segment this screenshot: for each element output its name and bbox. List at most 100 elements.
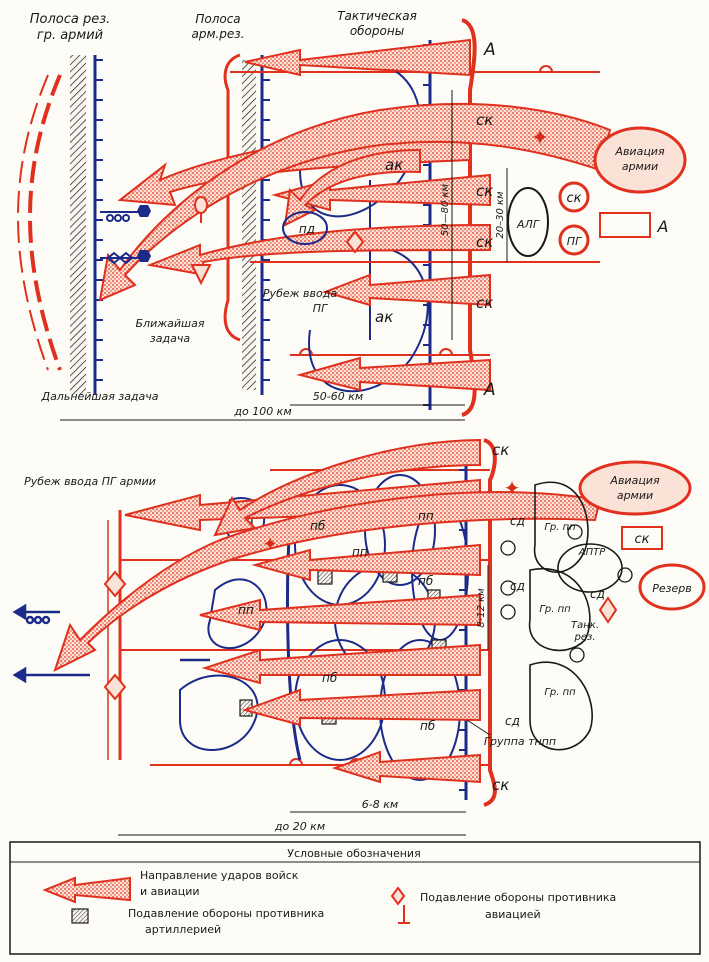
dist-20: до 20 км (274, 820, 325, 833)
zone-army-reserve-title-2: арм.рез. (191, 27, 244, 41)
ak-label-2: ак (375, 308, 393, 326)
alg-label: АЛГ (516, 218, 540, 231)
strike-arrow (241, 688, 481, 727)
zone-army-group-title-1: Полоса рез. (30, 12, 111, 27)
nearest-task-label-1: Ближайшая (136, 317, 205, 330)
pg-entry-diamonds-bottom (103, 570, 127, 701)
own-front-bracket (461, 18, 477, 417)
bottom-scheme: Авиация армии ✦ ✦ сд сд сд сд Гр. пп Гр.… (12, 438, 706, 836)
nearest-task-label-2: задача (150, 332, 190, 345)
tactical-defense-title-1: Тактическая (337, 9, 417, 23)
legend-artillery-text-2: артиллерией (145, 923, 221, 936)
pg-entry-label-1: Рубеж ввода (263, 287, 337, 300)
army-group-reserve-zone (70, 55, 86, 395)
strike-arrow (251, 543, 481, 582)
legend-strike-text-1: Направление ударов войск (140, 869, 299, 882)
legend-artillery-text-1: Подавление обороны противника (128, 907, 324, 920)
ck-box-label: ск (635, 532, 650, 547)
own-front-bracket-bottom (483, 438, 497, 807)
ck-label-bottom-1: ск (492, 441, 509, 459)
dist-20-30-vertical: 20–30 км (495, 191, 506, 239)
strike-arrow (213, 438, 481, 537)
ck-label-1: ск (476, 111, 493, 129)
strike-arrow (146, 223, 491, 277)
ck-label-3: ск (476, 233, 493, 251)
ck-label-4: ск (476, 294, 493, 312)
letter-a-bottom: А (483, 380, 496, 400)
sd-label-2: сд (510, 579, 525, 593)
zone-army-reserve-title-1: Полоса (195, 12, 240, 26)
legend-strike-arrow-icon (42, 876, 131, 904)
sd-label-4: сд (590, 587, 605, 601)
legend-strike-text-2: и авиации (140, 885, 200, 898)
top-scheme: Авиация армии ✦ АЛГ ск ПГ А А А ск ск ск… (17, 9, 687, 421)
aviation-bomb-icons-top (190, 196, 212, 286)
legend-aviation-text-1: Подавление обороны противника (420, 891, 616, 904)
tank-reserve-label-2: рез. (574, 632, 596, 643)
ck-circle-label: ск (567, 191, 582, 206)
strike-arrow (331, 750, 481, 784)
enemy-counterattacks-top (100, 211, 140, 265)
tactical-defense-title-2: обороны (350, 24, 404, 38)
pg-circle (558, 224, 590, 256)
army-reserve-zone (242, 60, 256, 390)
ck-circle (558, 181, 590, 213)
pd-oval (282, 211, 328, 245)
dist-100: до 100 км (233, 405, 291, 418)
ak-label-1: ак (385, 156, 403, 174)
legend-title: Условные обозначения (287, 847, 420, 860)
tank-reserve-diamond (598, 596, 618, 624)
legend-aviation-icon (390, 886, 410, 924)
ck-box-bottom (621, 526, 663, 550)
pb-label-3: пб (322, 671, 338, 685)
strike-arrow (321, 273, 491, 307)
pb-label-4: пб (420, 719, 436, 733)
ck-label-bottom-2: ск (492, 776, 509, 794)
tnpp-group-label: Группа тнпп (484, 735, 556, 748)
pd-label: пд (299, 222, 315, 236)
pb-label-1: пб (310, 519, 326, 533)
enemy-counterattacks-bottom (12, 603, 210, 684)
pg-entry-diamond (345, 230, 365, 254)
pg-entry-army-label: Рубеж ввода ПГ армии (24, 475, 156, 488)
dist-6-8: 6-8 км (362, 798, 398, 811)
army-letter: А (657, 217, 669, 236)
gr-pp-label-3: Гр. пп (544, 687, 576, 698)
strike-arrows-bottom (53, 438, 602, 784)
reserve-oval (638, 563, 706, 611)
aviation-star-bottom: ✦ (504, 476, 521, 500)
legend: Условные обозначения Направление ударов … (9, 841, 701, 955)
unit-symbols (500, 524, 633, 663)
ck-label-2: ск (476, 182, 493, 200)
strike-arrow (283, 148, 421, 227)
gr-pp-label-1: Гр. пп (544, 522, 576, 533)
sd-label-1: сд (510, 514, 525, 528)
aviation-army-label-top-1: Авиация (614, 145, 665, 158)
letter-a-top: А (483, 40, 496, 60)
aviation-army-label-bottom-1: Авиация (609, 474, 660, 487)
pp-label-1: пп (352, 545, 368, 559)
aviation-star-bottom-2: ✦ (262, 534, 277, 555)
aviation-star: ✦ (531, 126, 549, 151)
strike-arrow (244, 38, 471, 77)
further-task-line (28, 74, 62, 371)
aviation-army-label-top-2: армии (622, 160, 658, 173)
alg-oval (507, 187, 549, 257)
legend-artillery-icon (71, 908, 89, 924)
dist-50-60: 50-60 км (313, 390, 363, 403)
aviation-army-oval-bottom (578, 460, 692, 516)
aptr-label: АПТР (578, 547, 606, 558)
army-hq-box (599, 212, 651, 238)
zone-army-group-title-2: гр. армий (37, 28, 103, 43)
pb-label-2: пб (418, 574, 434, 588)
further-task-label: Дальнейшая задача (40, 390, 158, 403)
tank-reserve-label-1: Танк. (571, 620, 599, 631)
pg-circle-label: ПГ (567, 235, 582, 248)
blue-bomb-icons-top (137, 205, 151, 262)
strike-arrow (53, 491, 602, 672)
dist-50-80-vertical: 50—80 км (440, 183, 451, 236)
pg-entry-label-2: ПГ (313, 302, 328, 315)
strike-arrow (199, 593, 481, 632)
nearest-task-line (223, 53, 241, 342)
